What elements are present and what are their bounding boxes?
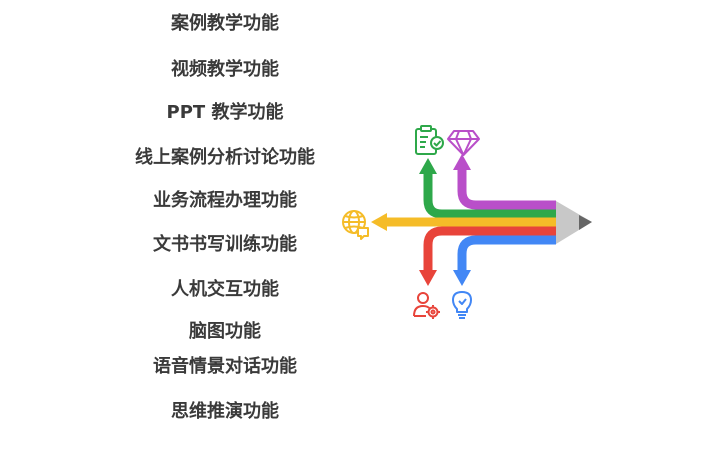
purple-arrow <box>453 154 556 210</box>
feature-item-business-process: 业务流程办理功能 <box>153 190 297 211</box>
feature-item-voice-dialogue: 语音情景对话功能 <box>153 356 297 377</box>
feature-item-case-teaching: 案例教学功能 <box>171 13 279 34</box>
globe-chat-icon <box>342 210 369 240</box>
pencil-tip <box>556 201 592 244</box>
lightbulb-icon <box>452 291 472 319</box>
diamond-icon <box>447 130 480 156</box>
feature-item-human-computer-interaction: 人机交互功能 <box>171 279 279 300</box>
feature-list: 案例教学功能 视频教学功能 PPT 教学功能 线上案例分析讨论功能 业务流程办理… <box>135 13 315 422</box>
blue-arrow <box>453 235 556 286</box>
green-arrow <box>419 158 556 219</box>
feature-item-document-writing: 文书书写训练功能 <box>153 234 297 255</box>
user-gear-icon <box>413 292 440 319</box>
feature-item-ppt-teaching: PPT 教学功能 <box>166 102 284 123</box>
yellow-arrow <box>371 213 556 231</box>
feature-item-mind-map: 脑图功能 <box>189 321 261 342</box>
feature-item-video-teaching: 视频教学功能 <box>171 59 279 80</box>
feature-item-thinking-deduction: 思维推演功能 <box>171 401 279 422</box>
red-arrow <box>419 226 556 286</box>
clipboard-check-icon <box>415 125 444 155</box>
feature-item-online-case-discussion: 线上案例分析讨论功能 <box>135 147 315 168</box>
